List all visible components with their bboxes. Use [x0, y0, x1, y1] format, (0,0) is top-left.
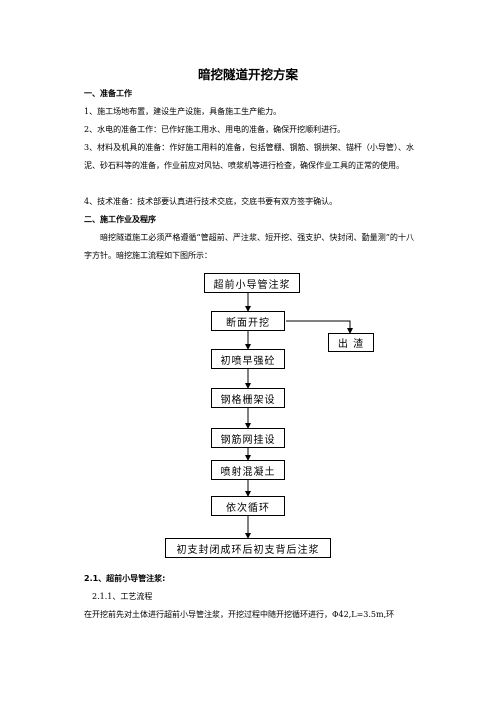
flow-step-steel-mesh-hanging: 钢筋网挂设 [211, 428, 285, 448]
flow-step-initial-spray: 初喷早强砼 [211, 349, 285, 369]
section-1-heading: 一、准备工作 [84, 89, 132, 98]
flow-step-shotcrete: 喷射混凝土 [211, 460, 285, 480]
flow-step-closure-back-grouting: 初支封闭成环后初支背后注浆 [165, 538, 331, 558]
flow-step-section-excavation: 断面开挖 [211, 311, 285, 331]
section-2-heading: 二、施工作业及程序 [84, 215, 156, 224]
subsection-2-1-1-heading: 2.1.1、工艺流程 [92, 592, 153, 601]
section-1-item-2: 2、水电的准备工作：已作好施工用水、用电的准备，确保开挖顺利进行。 [84, 125, 346, 134]
flow-step-advance-pipe-grouting: 超前小导管注浆 [204, 273, 300, 293]
subsection-2-1-heading: 2.1、超前小导管注浆: [84, 574, 166, 583]
flow-step-cycle: 依次循环 [211, 496, 285, 516]
subsection-2-1-1-paragraph: 在开挖前先对土体进行超前小导管注浆，开挖过程中随开挖循环进行，Φ42,L=3.5… [84, 610, 395, 619]
section-1-item-4: 4、技术准备：技术部要认真进行技术交底，交底书要有双方签字确认。 [84, 197, 338, 206]
flow-arrow-side [286, 320, 353, 334]
flow-side-mucking: 出 渣 [328, 333, 374, 352]
document-title: 暗挖隧道开挖方案 [197, 67, 298, 82]
flow-step-steel-grid-erection: 钢格栅架设 [211, 388, 285, 408]
section-1-item-3: 3、材料及机具的准备：作好施工用料的准备，包括管棚、钢筋、钢拱架、锚杆（小导管）… [84, 143, 414, 170]
section-2-paragraph: 暗挖隧道施工必须严格遵循“管超前、严注浆、短开挖、强支护、快封闭、勤量测”的十八… [84, 233, 414, 260]
section-1-item-1: 1、施工场地布置，建设生产设施，具备施工生产能力。 [84, 107, 282, 116]
